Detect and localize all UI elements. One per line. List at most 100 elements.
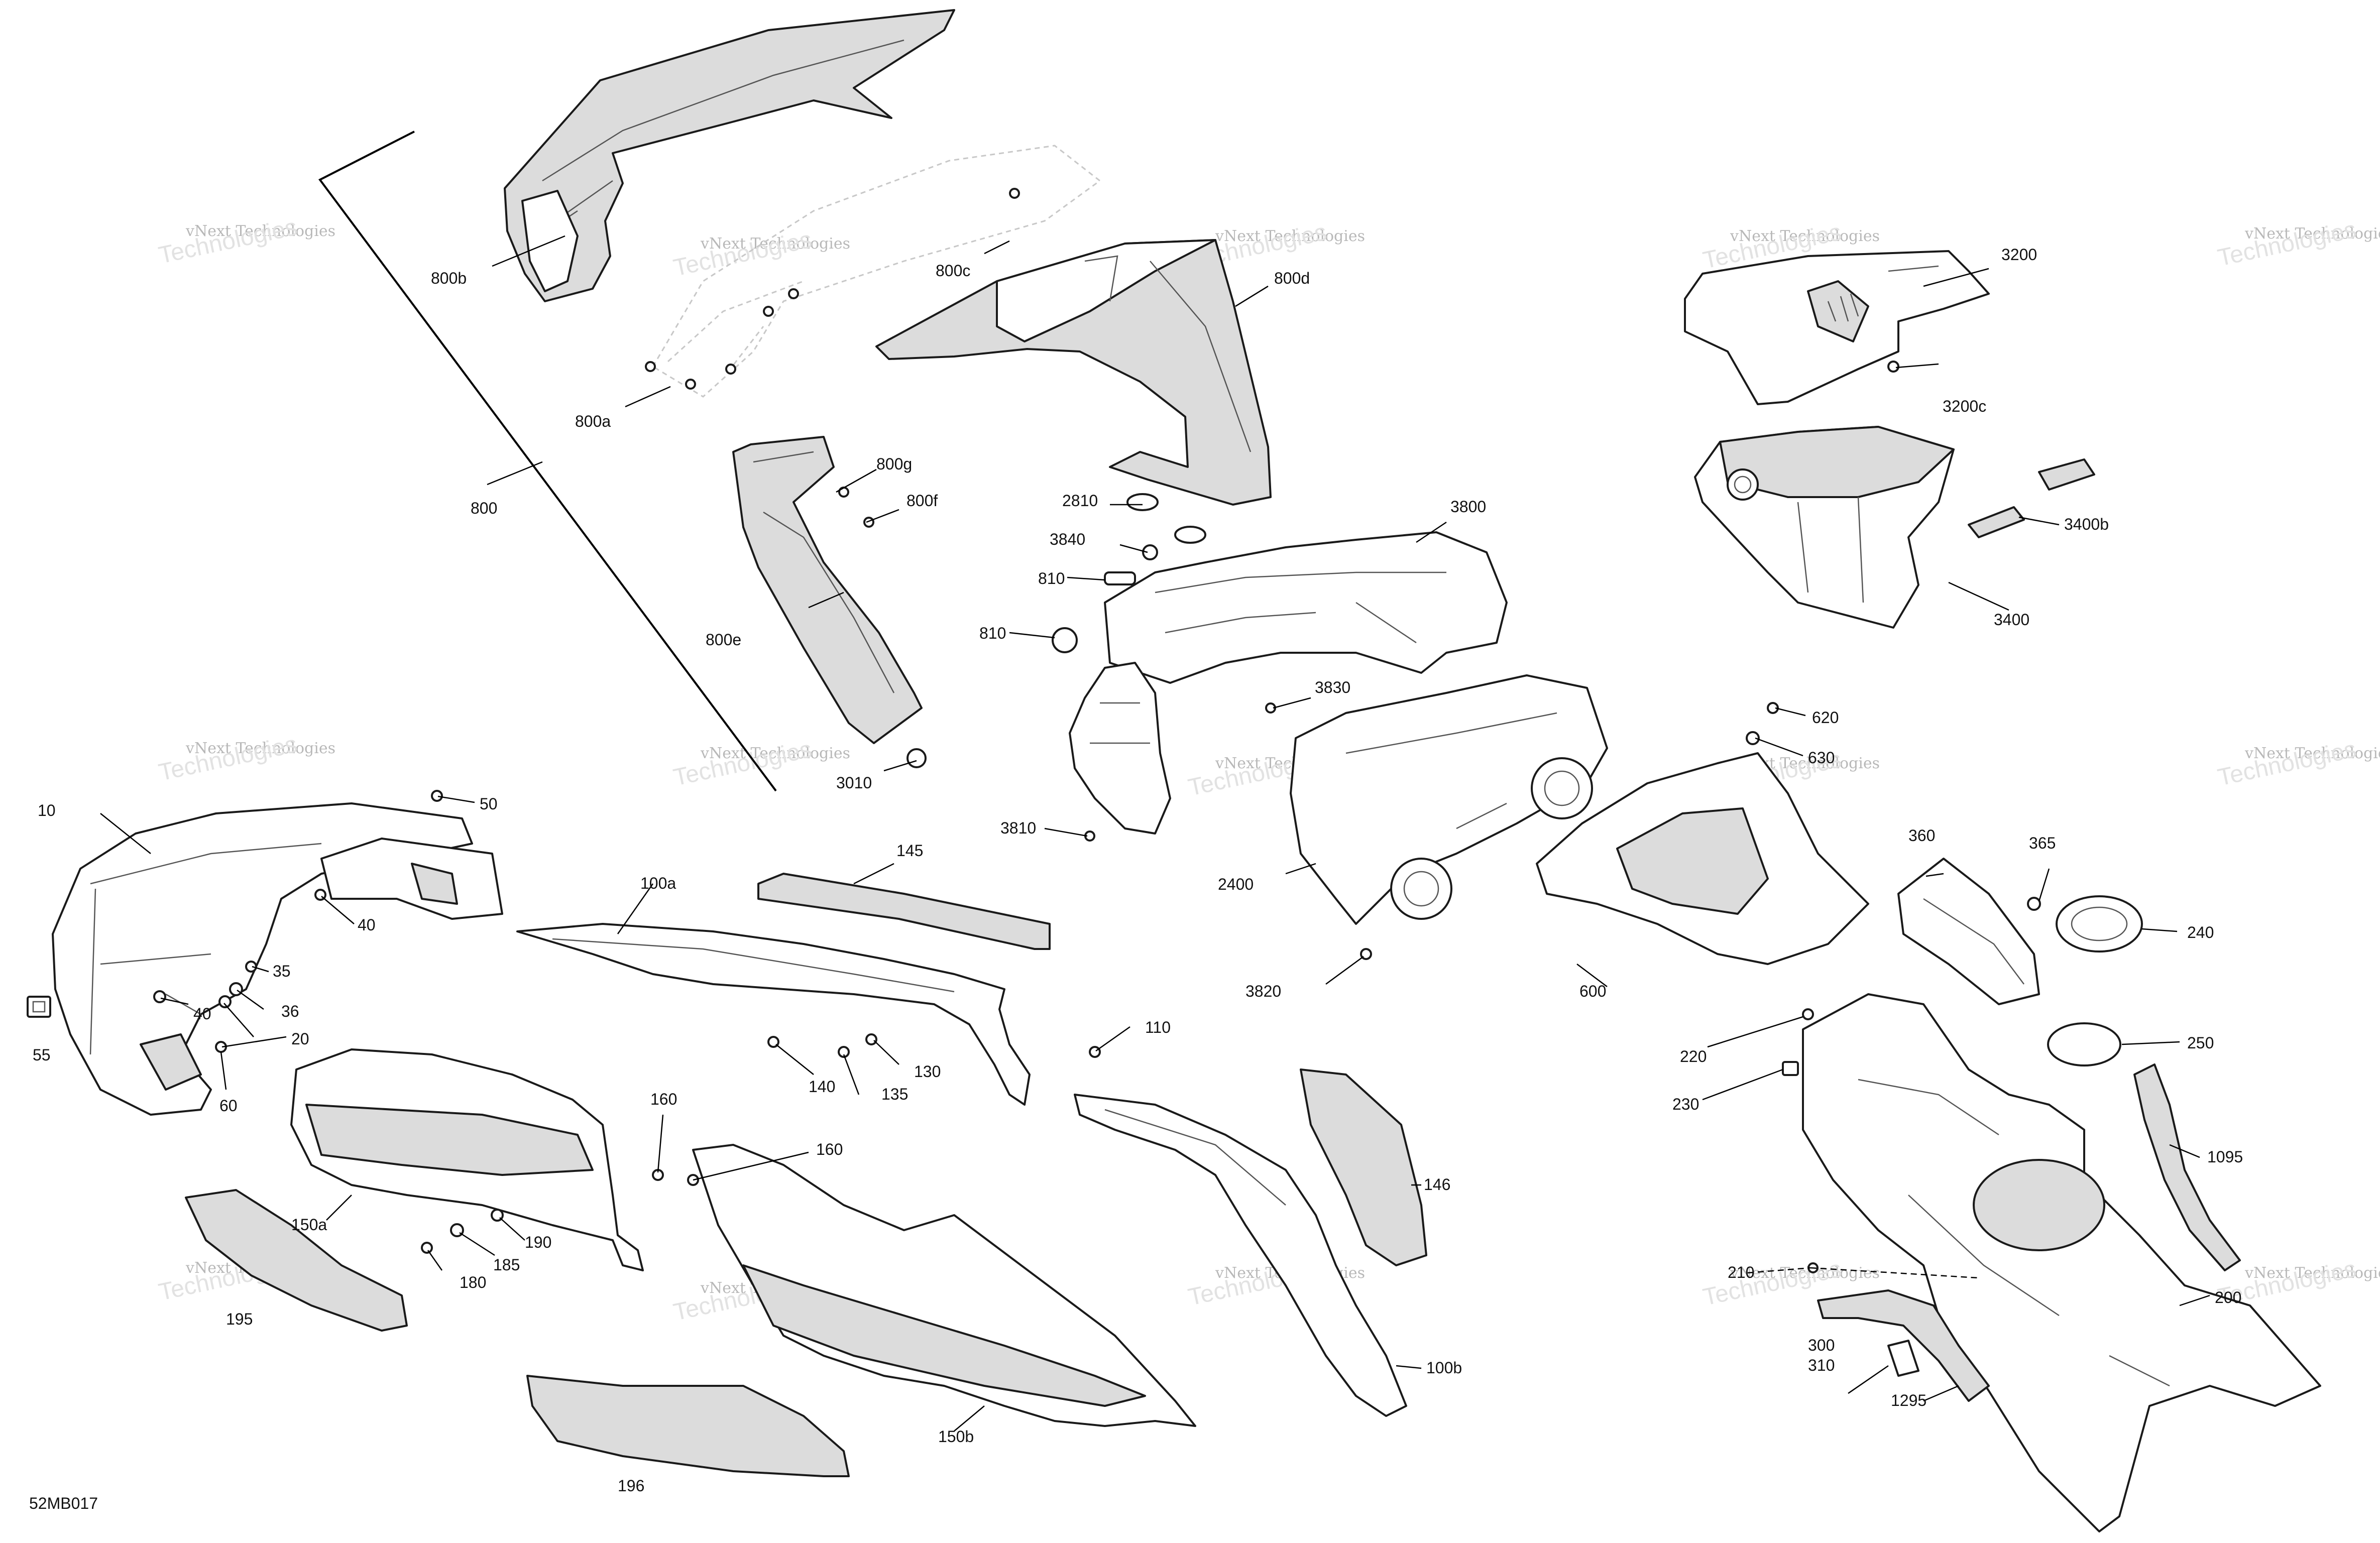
- label-180: 180: [460, 1273, 486, 1291]
- label-310: 310: [1808, 1356, 1835, 1374]
- label-800e: 800e: [706, 631, 741, 649]
- part-150b: [692, 1144, 1196, 1427]
- label-800g: 800g: [876, 455, 912, 473]
- label-200: 200: [2215, 1288, 2241, 1307]
- label-55: 55: [33, 1046, 51, 1064]
- label-150b: 150b: [938, 1428, 974, 1446]
- label-630: 630: [1808, 749, 1835, 767]
- label-3840: 3840: [1050, 530, 1085, 548]
- part-360: [1897, 858, 2040, 1005]
- svg-text:vNext Technologies: vNext Technologies: [185, 222, 335, 240]
- label-365: 365: [2029, 834, 2056, 852]
- label-60: 60: [219, 1097, 238, 1115]
- label-220: 220: [1680, 1047, 1707, 1065]
- label-360: 360: [1908, 826, 1935, 845]
- label-130: 130: [914, 1062, 941, 1081]
- label-800f: 800f: [906, 492, 938, 510]
- label-3200: 3200: [2001, 246, 2037, 264]
- svg-text:vNext Technologies: vNext Technologies: [2244, 1264, 2380, 1282]
- label-2810: 2810: [1062, 492, 1098, 510]
- label-620: 620: [1812, 708, 1839, 727]
- label-230: 230: [1672, 1095, 1699, 1113]
- part-145: [757, 873, 1051, 950]
- label-3800: 3800: [1450, 498, 1486, 516]
- label-2400: 2400: [1218, 875, 1254, 893]
- label-40-b: 40: [193, 1005, 211, 1023]
- label-100b: 100b: [1426, 1359, 1462, 1377]
- label-160-b: 160: [816, 1140, 843, 1158]
- part-800b: [504, 9, 955, 302]
- part-3200: [1684, 250, 1990, 405]
- svg-text:vNext Technologies: vNext Technologies: [2244, 745, 2380, 762]
- callout-labels: 800b 800a 800 800c 800d 800g 800f 800e 3…: [29, 246, 2243, 1512]
- label-250: 250: [2187, 1034, 2214, 1052]
- part-200: [1802, 993, 2321, 1532]
- label-1295: 1295: [1891, 1391, 1926, 1409]
- part-146: [1300, 1069, 1427, 1266]
- label-810-b: 810: [979, 624, 1006, 642]
- assembly-bracket-line: [318, 131, 777, 792]
- part-150a: [290, 1048, 644, 1271]
- svg-text:vNext Technologies: vNext Technologies: [700, 235, 850, 253]
- label-190: 190: [525, 1233, 551, 1251]
- label-810-a: 810: [1038, 569, 1065, 587]
- part-196: [526, 1375, 850, 1477]
- label-150a: 150a: [291, 1216, 327, 1234]
- label-196: 196: [618, 1477, 644, 1495]
- svg-text:vNext Technologies: vNext Technologies: [1730, 1264, 1880, 1282]
- hardware: [153, 188, 2041, 1273]
- label-195: 195: [226, 1310, 253, 1328]
- part-1295: [1817, 1289, 1990, 1402]
- part-55: [27, 996, 51, 1018]
- label-20: 20: [291, 1030, 309, 1048]
- svg-text:vNext Technologies: vNext Technologies: [185, 740, 335, 757]
- part-195: [185, 1189, 408, 1332]
- label-210: 210: [1728, 1263, 1754, 1281]
- label-3830: 3830: [1315, 678, 1350, 696]
- parts: [27, 9, 2321, 1532]
- part-250: [2047, 1022, 2121, 1066]
- part-800d: [875, 239, 1272, 506]
- label-800: 800: [471, 499, 497, 517]
- label-35: 35: [273, 962, 291, 980]
- leader-lines: [100, 235, 2210, 1432]
- part-10: [52, 802, 473, 1116]
- label-300: 300: [1808, 1336, 1835, 1354]
- label-146: 146: [1424, 1175, 1450, 1194]
- label-3010: 3010: [836, 774, 872, 792]
- part-40-bracket: [320, 838, 503, 920]
- label-50: 50: [480, 795, 498, 813]
- part-3810: [1069, 662, 1171, 835]
- label-100a: 100a: [640, 874, 676, 892]
- part-100a: [516, 923, 1031, 1106]
- part-2400: [1290, 674, 1608, 925]
- part-3800: [1104, 531, 1508, 684]
- label-800d: 800d: [1274, 269, 1310, 287]
- label-185: 185: [493, 1256, 520, 1274]
- part-3400b: [1968, 458, 2095, 538]
- label-140: 140: [809, 1078, 835, 1096]
- label-600: 600: [1579, 982, 1606, 1000]
- label-3200c: 3200c: [1943, 397, 1986, 415]
- svg-text:vNext Technologies: vNext Technologies: [2244, 225, 2380, 243]
- part-240: [2056, 895, 2143, 953]
- label-135: 135: [881, 1085, 908, 1103]
- svg-text:vNext Technologies: vNext Technologies: [1730, 227, 1880, 245]
- label-3810: 3810: [1000, 819, 1036, 837]
- label-160-a: 160: [650, 1090, 677, 1108]
- part-600: [1536, 752, 1869, 965]
- part-300-310: [1887, 1340, 1919, 1377]
- svg-text:vNext Technologies: vNext Technologies: [700, 745, 850, 762]
- svg-text:vNext Technologies: vNext Technologies: [1215, 227, 1365, 245]
- part-800a: [645, 145, 1101, 398]
- label-145: 145: [896, 842, 923, 860]
- diagram-code: 52MB017: [29, 1494, 98, 1512]
